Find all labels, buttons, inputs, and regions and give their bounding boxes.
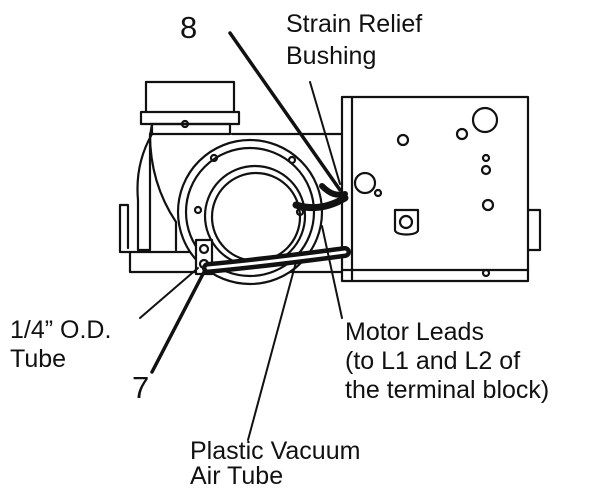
- leader-8: [228, 31, 342, 192]
- leader-tube: [139, 267, 199, 319]
- label-vacuum-tube-line-1: Plastic Vacuum: [190, 437, 361, 465]
- label-vacuum-tube-line-2: Air Tube: [190, 462, 284, 490]
- label-tube-line-2: Tube: [10, 345, 67, 373]
- leader-vacuum-tube: [247, 261, 297, 441]
- label-motor-leads-line-2: (to L1 and L2 of: [345, 347, 521, 375]
- label-strain-relief-line-1: Strain Relief: [286, 10, 423, 38]
- blower-top-cap: [139, 80, 241, 129]
- control-box: [340, 95, 542, 283]
- label-motor-leads-line-3: the terminal block): [345, 376, 550, 404]
- label-part-7: 7: [132, 370, 150, 405]
- leader-7: [150, 270, 206, 374]
- label-tube-line-1: 1/4” O.D.: [10, 316, 112, 344]
- strain-relief-bushing: [319, 183, 348, 198]
- motor-ring: [176, 138, 324, 286]
- label-part-8: 8: [180, 10, 198, 45]
- motor-leads-wire: [292, 194, 349, 212]
- label-strain-relief-line-2: Bushing: [286, 42, 377, 70]
- label-motor-leads-line-1: Motor Leads: [345, 318, 484, 346]
- leader-motor-leads: [321, 225, 343, 319]
- leader-strain-relief: [309, 81, 341, 185]
